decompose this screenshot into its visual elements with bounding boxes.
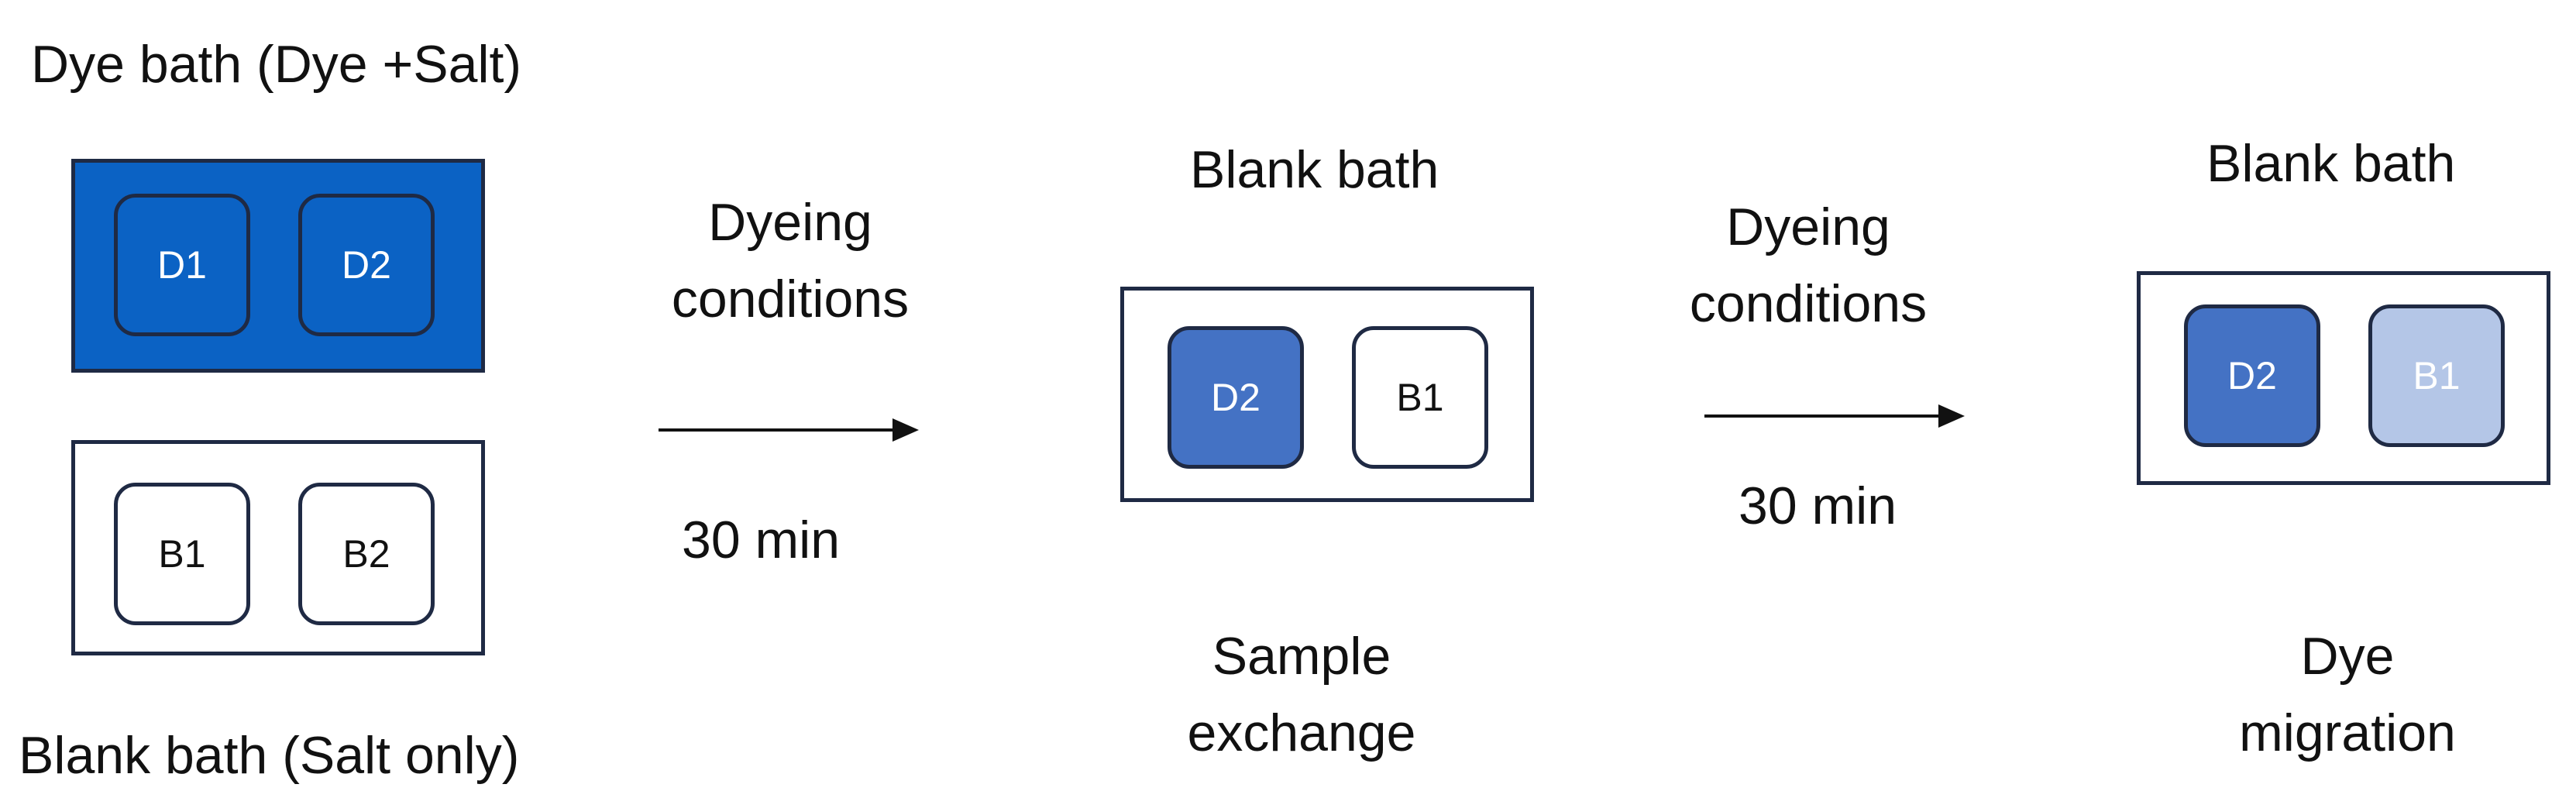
stage2-bath-label: Blank bath: [1190, 140, 1439, 199]
stage2-sample-d2: D2: [1168, 326, 1304, 469]
sample-d1: D1: [114, 194, 250, 336]
stage2-blank-bath: D2 B1: [1120, 287, 1534, 502]
stage2-sample-b1: B1: [1352, 326, 1488, 469]
step2-time-label: 30 min: [1739, 476, 1897, 535]
dye-bath-label: Dye bath (Dye +Salt): [31, 35, 522, 94]
step2-conditions-line2: conditions: [1689, 273, 1928, 333]
stage3-blank-bath: D2 B1: [2137, 271, 2550, 485]
stage2-caption-line1: Sample: [1212, 627, 1391, 686]
sample-d2: D2: [298, 194, 435, 336]
stage3-sample-d2: D2: [2184, 304, 2320, 447]
sample-b2: B2: [298, 483, 435, 625]
step2-conditions-line1: Dyeing: [1726, 198, 1890, 256]
blank-bath-salt-only: B1 B2: [71, 440, 485, 655]
blank-bath-salt-only-label: Blank bath (Salt only): [19, 726, 520, 785]
stage3-caption-line2: migration: [2239, 703, 2456, 762]
step2-arrow: [1704, 404, 1965, 428]
step1-arrow: [659, 418, 919, 442]
stage2-caption-line2: exchange: [1187, 703, 1416, 762]
step2-conditions-label: Dyeing conditions: [1661, 189, 1955, 342]
stage3-caption-line1: Dye: [2300, 627, 2395, 686]
stage3-caption: Dye migration: [2200, 618, 2495, 771]
step1-conditions-line2: conditions: [671, 269, 910, 328]
dye-bath: D1 D2: [71, 159, 485, 373]
stage3-bath-label: Blank bath: [2206, 134, 2456, 193]
step1-conditions-line1: Dyeing: [708, 193, 872, 252]
stage2-caption: Sample exchange: [1154, 618, 1449, 771]
stage3-sample-b1: B1: [2368, 304, 2505, 447]
step1-time-label: 30 min: [682, 511, 841, 569]
sample-b1: B1: [114, 483, 250, 625]
step1-conditions-label: Dyeing conditions: [643, 184, 937, 337]
